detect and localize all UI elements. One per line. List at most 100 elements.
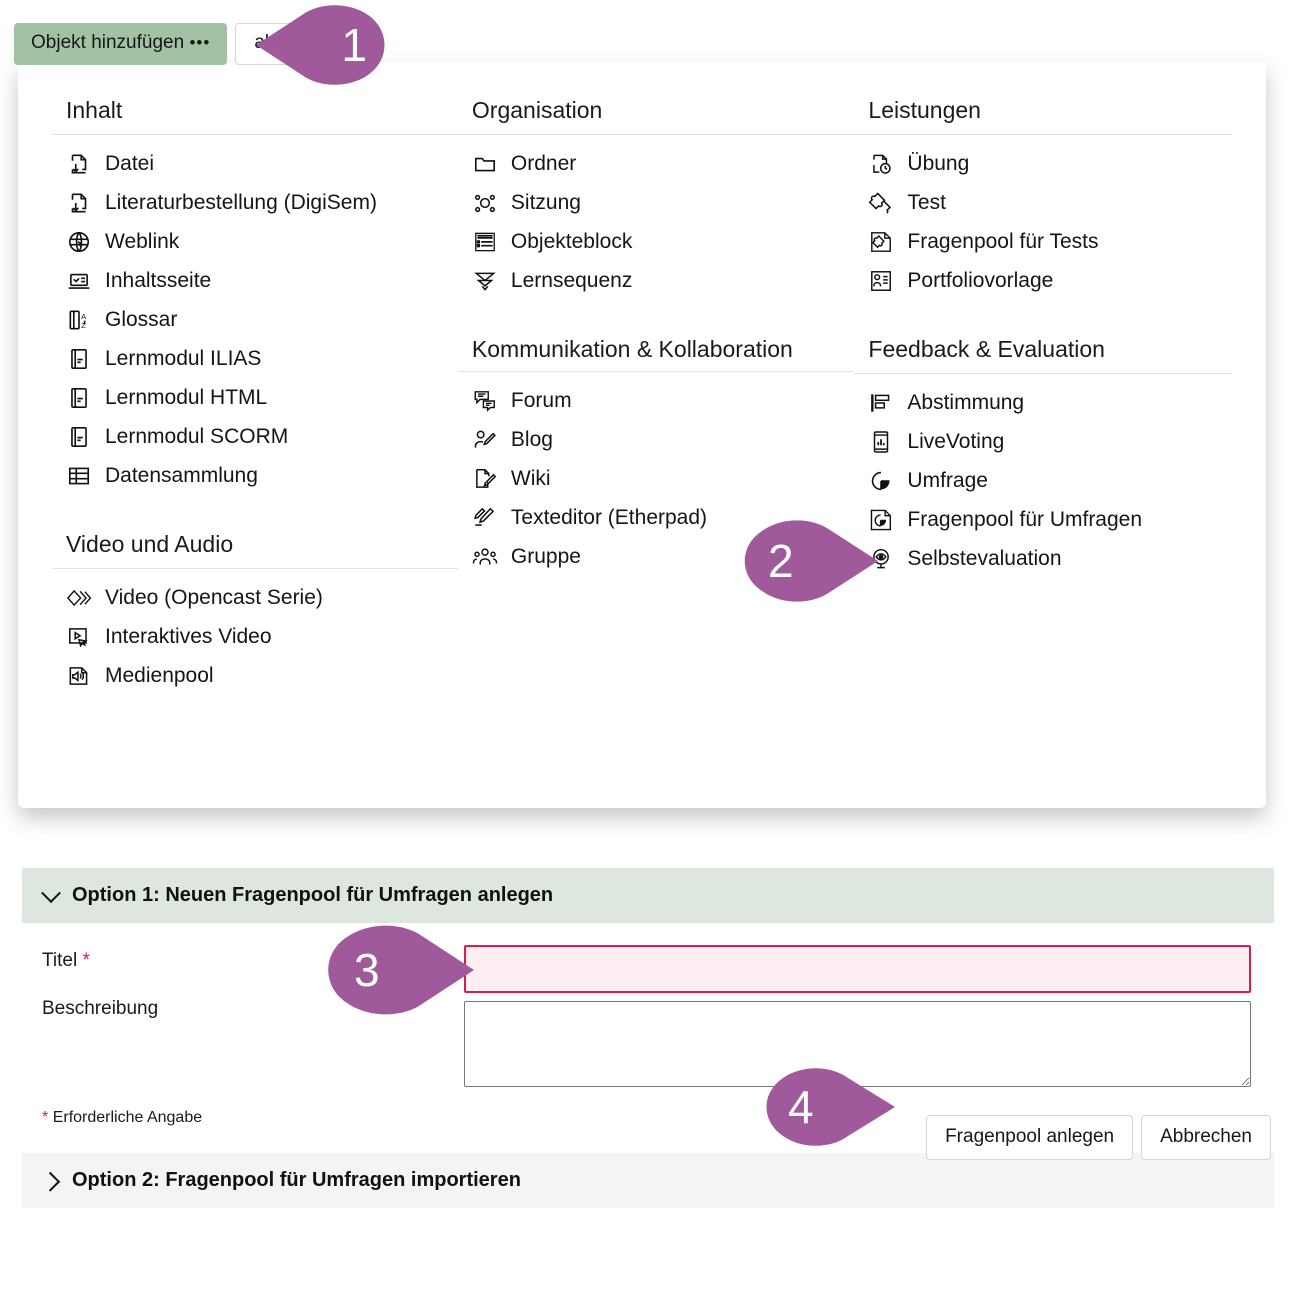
menu-item-label: Abstimmung — [907, 391, 1025, 415]
form-row-description: Beschreibung — [22, 993, 1274, 1087]
menu-item-label: Datensammlung — [105, 464, 258, 488]
group-items-feedback-evaluation: Abstimmung LiveVoting Umfrage Fragenpool… — [854, 384, 1232, 579]
menu-item-abstimmung[interactable]: Abstimmung — [854, 384, 1232, 423]
exercise-clock-icon — [868, 151, 894, 179]
manage-button[interactable]: alten — [235, 23, 315, 65]
livevoting-icon — [868, 429, 894, 457]
globe-link-icon — [66, 229, 92, 257]
learning-module-icon — [66, 346, 92, 374]
chevron-down-icon — [41, 882, 61, 903]
wiki-icon — [472, 466, 498, 494]
option-1-body: Titel * Beschreibung * Erforderliche Ang… — [22, 923, 1274, 1160]
menu-item-label: Selbstevaluation — [907, 547, 1062, 571]
create-question-pool-form: Option 1: Neuen Fragenpool für Umfragen … — [22, 868, 1274, 1208]
menu-item-label: Lernmodul ILIAS — [105, 347, 262, 371]
learning-sequence-icon — [472, 268, 498, 296]
menu-item-medienpool[interactable]: Medienpool — [52, 657, 458, 696]
group-title-video-audio: Video und Audio — [52, 530, 458, 570]
menu-item-uebung[interactable]: Übung — [854, 145, 1232, 184]
file-download-icon — [66, 190, 92, 218]
form-actions: Fragenpool anlegen Abbrechen — [926, 1115, 1271, 1160]
menu-item-label: Objekteblock — [510, 230, 633, 254]
menu-item-lernsequenz[interactable]: Lernsequenz — [458, 262, 854, 301]
menu-item-ordner[interactable]: Ordner — [458, 145, 854, 184]
object-block-icon — [472, 229, 498, 257]
svg-text:A: A — [81, 312, 87, 321]
file-download-icon — [66, 151, 92, 179]
menu-item-label: Gruppe — [510, 545, 581, 569]
section-header-option-2[interactable]: Option 2: Fragenpool für Umfragen import… — [22, 1153, 1274, 1208]
menu-item-label: Glossar — [105, 308, 178, 332]
menu-item-label: Lernmodul SCORM — [105, 425, 289, 449]
menu-item-label: Ordner — [510, 152, 577, 176]
menu-item-test[interactable]: Test — [854, 184, 1232, 223]
group-items-kommunikation: Forum Blog Wiki Texteditor (Etherpad) Gr… — [458, 382, 854, 577]
menu-item-label: Fragenpool für Umfragen — [907, 508, 1143, 532]
title-input[interactable] — [464, 945, 1251, 993]
dropdown-column-leistungen: Leistungen Übung Test Fragenpool für Tes… — [854, 96, 1232, 696]
menu-item-label: Fragenpool für Tests — [907, 230, 1099, 254]
dropdown-column-organisation: Organisation Ordner Sitzung Objekteblock… — [457, 96, 855, 696]
menu-item-texteditor-etherpad[interactable]: Texteditor (Etherpad) — [458, 499, 854, 538]
required-note: * Erforderliche Angabe — [22, 1109, 1274, 1127]
menu-item-umfrage[interactable]: Umfrage — [854, 462, 1232, 501]
puzzle-icon — [868, 190, 894, 218]
menu-item-lernmodul-html[interactable]: Lernmodul HTML — [52, 379, 458, 418]
menu-item-fragenpool-umfragen[interactable]: Fragenpool für Umfragen — [854, 501, 1232, 540]
create-question-pool-button[interactable]: Fragenpool anlegen — [926, 1115, 1134, 1160]
group-items-inhalt: Datei Literaturbestellung (DigiSem) Webl… — [52, 145, 458, 496]
menu-item-interaktives-video[interactable]: Interaktives Video — [52, 618, 458, 657]
form-row-title: Titel * — [22, 945, 1274, 993]
add-object-label: Objekt hinzufügen — [31, 32, 185, 53]
menu-item-label: Video (Opencast Serie) — [105, 586, 323, 610]
menu-item-label: Übung — [907, 152, 970, 176]
menu-item-weblink[interactable]: Weblink — [52, 223, 458, 262]
menu-item-datei[interactable]: Datei — [52, 145, 458, 184]
question-pool-test-icon — [868, 229, 894, 257]
learning-module-icon — [66, 385, 92, 413]
group-items-organisation: Ordner Sitzung Objekteblock Lernsequenz — [458, 145, 854, 301]
required-note-asterisk: * — [42, 1109, 49, 1126]
forum-icon — [472, 388, 498, 416]
group-title-feedback-evaluation: Feedback & Evaluation — [854, 335, 1232, 375]
required-asterisk: * — [82, 950, 90, 971]
menu-item-literaturbestellung[interactable]: Literaturbestellung (DigiSem) — [52, 184, 458, 223]
menu-item-label: Interaktives Video — [105, 625, 272, 649]
media-pool-icon — [66, 663, 92, 691]
menu-item-blog[interactable]: Blog — [458, 421, 854, 460]
survey-pie-icon — [868, 468, 894, 496]
menu-item-selbstevaluation[interactable]: Selbstevaluation — [854, 540, 1232, 579]
menu-item-portfoliovorlage[interactable]: Portfoliovorlage — [854, 262, 1232, 301]
menu-item-livevoting[interactable]: LiveVoting — [854, 423, 1232, 462]
menu-item-fragenpool-tests[interactable]: Fragenpool für Tests — [854, 223, 1232, 262]
group-items-video-audio: Video (Opencast Serie) Interaktives Vide… — [52, 579, 458, 696]
content-page-icon — [66, 268, 92, 296]
description-label: Beschreibung — [42, 998, 159, 1019]
description-textarea[interactable] — [464, 1001, 1251, 1087]
blog-icon — [472, 427, 498, 455]
menu-item-sitzung[interactable]: Sitzung — [458, 184, 854, 223]
menu-item-label: Sitzung — [510, 191, 581, 215]
group-title-kommunikation: Kommunikation & Kollaboration — [457, 335, 855, 373]
cancel-button[interactable]: Abbrechen — [1141, 1115, 1271, 1160]
menu-item-label: Wiki — [510, 467, 551, 491]
menu-item-label: Blog — [510, 428, 553, 452]
poll-bars-icon — [868, 390, 894, 418]
menu-item-datensammlung[interactable]: Datensammlung — [52, 457, 458, 496]
section-header-option-1[interactable]: Option 1: Neuen Fragenpool für Umfragen … — [22, 868, 1274, 923]
menu-item-inhaltsseite[interactable]: Inhaltsseite — [52, 262, 458, 301]
menu-item-wiki[interactable]: Wiki — [458, 460, 854, 499]
add-object-button[interactable]: Objekt hinzufügen ••• — [14, 23, 228, 65]
menu-item-forum[interactable]: Forum — [458, 382, 854, 421]
section-title-option-2: Option 2: Fragenpool für Umfragen import… — [72, 1169, 521, 1191]
group-title-inhalt: Inhalt — [52, 96, 458, 136]
menu-item-lernmodul-scorm[interactable]: Lernmodul SCORM — [52, 418, 458, 457]
menu-item-video-opencast[interactable]: Video (Opencast Serie) — [52, 579, 458, 618]
menu-item-gruppe[interactable]: Gruppe — [458, 538, 854, 577]
folder-icon — [472, 151, 498, 179]
menu-item-objekteblock[interactable]: Objekteblock — [458, 223, 854, 262]
group-title-organisation: Organisation — [457, 96, 855, 136]
menu-item-lernmodul-ilias[interactable]: Lernmodul ILIAS — [52, 340, 458, 379]
portfolio-template-icon — [868, 268, 894, 296]
